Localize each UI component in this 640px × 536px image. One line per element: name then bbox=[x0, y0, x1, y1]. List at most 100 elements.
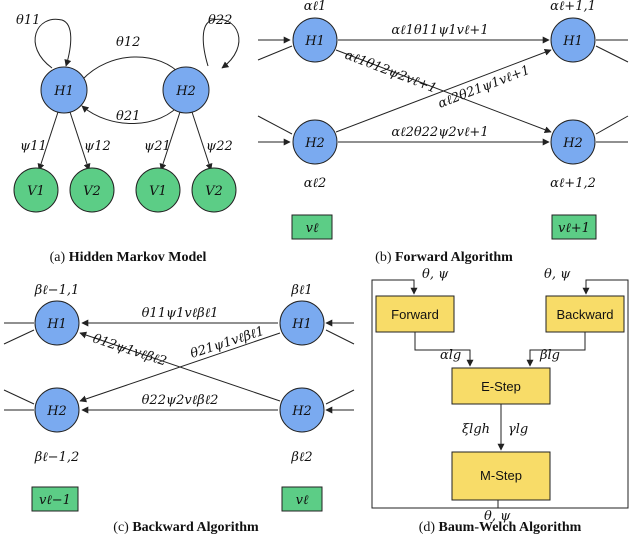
label-fwd-edge-11: αℓ1θ11ψ1vℓ+1 bbox=[391, 23, 488, 38]
label-gamma-lg: γlg bbox=[508, 422, 528, 437]
label-theta22: θ22 bbox=[208, 13, 232, 28]
label-v1-right: V1 bbox=[149, 184, 167, 199]
label-xi-lgh: ξlgh bbox=[462, 422, 490, 437]
self-loop-h1 bbox=[34, 18, 72, 69]
arrow-forward-estep bbox=[414, 332, 474, 367]
label-alpha-lg: αlg bbox=[440, 348, 461, 363]
backward-box bbox=[545, 295, 625, 333]
edge-h2-v1 bbox=[159, 111, 181, 171]
edge-bwd-21 bbox=[79, 331, 281, 402]
label-h1: H1 bbox=[53, 84, 74, 99]
label-fwd-h1-right: H1 bbox=[562, 34, 583, 49]
label-fwd-h1-left: H1 bbox=[304, 34, 325, 49]
label-h2: H2 bbox=[175, 84, 196, 99]
loop-to-forward bbox=[371, 279, 499, 509]
label-v1-left: V1 bbox=[27, 184, 45, 199]
label-bwd-obs-right: vℓ bbox=[296, 493, 309, 508]
label-beta-prev2: βℓ−1,2 bbox=[34, 450, 80, 465]
label-alpha-l2: αℓ2 bbox=[304, 176, 326, 191]
caption-b: (b) Forward Algorithm bbox=[375, 250, 513, 265]
label-alpha-l1: αℓ1 bbox=[304, 0, 326, 14]
label-v2-left: V2 bbox=[83, 184, 101, 199]
backward-label: Backward bbox=[556, 307, 613, 322]
label-bwd-h1-left: H1 bbox=[46, 317, 67, 332]
label-beta-prev1: βℓ−1,1 bbox=[34, 283, 80, 298]
label-fwd-edge-22: αℓ2θ22ψ2vℓ+1 bbox=[391, 125, 488, 140]
label-params-mstep: θ, ψ bbox=[484, 509, 511, 524]
in-line-bwd-h2 bbox=[325, 389, 355, 405]
obs-box-bwd-left bbox=[31, 486, 79, 512]
label-bwd-h2-right: H2 bbox=[291, 404, 312, 419]
label-alpha-next2: αℓ+1,2 bbox=[550, 176, 596, 191]
node-bwd-h2-right bbox=[279, 387, 325, 433]
loop-to-backward bbox=[498, 279, 629, 509]
label-obs-left: vℓ bbox=[306, 221, 319, 236]
node-bwd-h1-right bbox=[279, 300, 325, 346]
label-psi12: ψ12 bbox=[84, 139, 111, 154]
mstep-box bbox=[451, 451, 551, 501]
label-bwd-edge-12: θ12ψ1vℓβℓ2 bbox=[91, 332, 169, 370]
label-bwd-edge-11: θ11ψ1vℓβℓ1 bbox=[142, 306, 219, 321]
caption-a: (a) Hidden Markov Model bbox=[50, 250, 207, 265]
node-v2-left bbox=[69, 167, 115, 213]
edge-fwd-21 bbox=[335, 48, 552, 133]
edge-h1-v1 bbox=[37, 111, 59, 171]
node-bwd-h2-left bbox=[34, 387, 80, 433]
node-h2 bbox=[162, 66, 210, 114]
label-beta-l2: βℓ2 bbox=[290, 450, 312, 465]
in-line-h1 bbox=[257, 45, 293, 61]
label-bwd-h1-right: H1 bbox=[291, 317, 312, 332]
label-psi11: ψ11 bbox=[20, 139, 47, 154]
caption-d: (d) Baum-Welch Algorithm bbox=[419, 520, 582, 535]
label-beta-lg: βlg bbox=[539, 348, 560, 363]
estep-label: E-Step bbox=[481, 379, 521, 394]
forward-label: Forward bbox=[391, 307, 439, 322]
label-v2-right: V2 bbox=[205, 184, 223, 199]
label-theta12: θ12 bbox=[116, 35, 140, 50]
label-bwd-edge-22: θ22ψ2vℓβℓ2 bbox=[142, 393, 219, 408]
obs-box-right bbox=[551, 214, 597, 240]
label-obs-right: vℓ+1 bbox=[558, 221, 590, 236]
out-line-h2b bbox=[595, 115, 629, 135]
label-bwd-h2-left: H2 bbox=[46, 404, 67, 419]
node-fwd-h1-right bbox=[550, 17, 596, 63]
arrow-backward-estep bbox=[526, 332, 586, 367]
out-line-bwd-h2b bbox=[3, 389, 35, 405]
node-v1-left bbox=[13, 167, 59, 213]
label-bwd-obs-left: vℓ−1 bbox=[39, 493, 71, 508]
in-line-h2 bbox=[257, 115, 293, 135]
label-theta11: θ11 bbox=[16, 13, 40, 28]
obs-box-left bbox=[291, 214, 333, 240]
out-line-bwd-h1b bbox=[3, 329, 35, 345]
node-fwd-h1-left bbox=[292, 17, 338, 63]
label-psi21: ψ21 bbox=[144, 139, 171, 154]
edge-h1-v2 bbox=[69, 111, 91, 171]
label-theta21: θ21 bbox=[116, 109, 140, 124]
panel-forward: H1 H2 H1 H2 αℓ1 αℓ2 αℓ+1,1 αℓ+1,2 αℓ1θ11… bbox=[257, 0, 629, 265]
mstep-label: M-Step bbox=[480, 468, 522, 483]
caption-c: (c) Backward Algorithm bbox=[113, 520, 259, 535]
label-params-forward: θ, ψ bbox=[422, 267, 449, 282]
label-beta-l1: βℓ1 bbox=[290, 283, 312, 298]
label-params-backward: θ, ψ bbox=[544, 267, 571, 282]
node-bwd-h1-left bbox=[34, 300, 80, 346]
node-fwd-h2-right bbox=[550, 119, 596, 165]
estep-box bbox=[451, 367, 551, 405]
edge-h1-h2 bbox=[81, 56, 183, 81]
panel-baum-welch: Forward Backward E-Step M-Step θ, ψ θ, ψ… bbox=[371, 267, 629, 535]
node-v2-right bbox=[191, 167, 237, 213]
label-bwd-edge-21: θ21ψ1vℓβℓ1 bbox=[189, 324, 267, 362]
label-psi22: ψ22 bbox=[206, 139, 233, 154]
label-fwd-h2-right: H2 bbox=[562, 136, 583, 151]
label-fwd-h2-left: H2 bbox=[304, 136, 325, 151]
label-fwd-edge-12: αℓ1θ12ψ2vℓ+1 bbox=[343, 48, 439, 97]
panel-hmm: H1 H2 V1 V2 V1 V2 θ11 θ22 θ12 θ21 ψ11 ψ1… bbox=[13, 13, 240, 265]
node-h1 bbox=[40, 66, 88, 114]
label-alpha-next1: αℓ+1,1 bbox=[550, 0, 596, 14]
panel-backward: H1 H2 H1 H2 βℓ−1,1 βℓ−1,2 βℓ1 βℓ2 θ11ψ1v… bbox=[3, 283, 355, 535]
edge-h2-h1 bbox=[81, 101, 183, 124]
node-fwd-h2-left bbox=[292, 119, 338, 165]
self-loop-h2 bbox=[202, 18, 240, 69]
edge-h2-v2 bbox=[191, 111, 213, 171]
in-line-bwd-h1 bbox=[325, 329, 355, 345]
